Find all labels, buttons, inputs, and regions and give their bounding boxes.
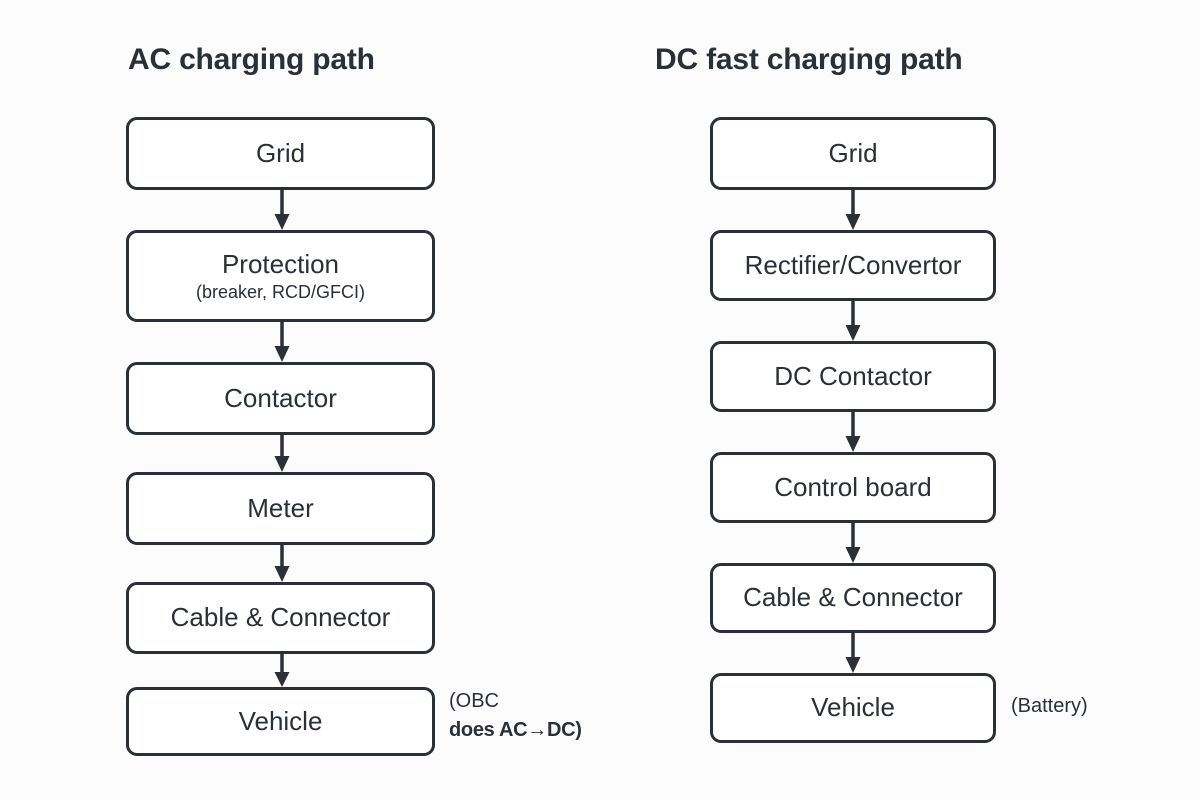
node-label: Vehicle xyxy=(238,705,323,736)
node-ac-meter[interactable]: Meter xyxy=(126,472,435,545)
arrow-dc-3 xyxy=(844,412,862,452)
node-label: Grid xyxy=(255,137,306,168)
node-label: Cable & Connector xyxy=(170,602,391,633)
node-ac-cable-connector[interactable]: Cable & Connector xyxy=(126,582,435,654)
column-title-dc: DC fast charging path xyxy=(655,43,963,76)
node-dc-grid[interactable]: Grid xyxy=(710,117,996,190)
arrow-ac-2 xyxy=(273,322,291,362)
arrow-dc-1 xyxy=(844,190,862,230)
node-label: Meter xyxy=(247,492,314,523)
node-sublabel: (breaker, RCD/GFCI) xyxy=(195,281,366,302)
arrow-ac-3 xyxy=(273,435,291,472)
arrow-ac-5 xyxy=(273,654,291,687)
node-ac-contactor[interactable]: Contactor xyxy=(126,362,435,435)
node-dc-vehicle[interactable]: Vehicle xyxy=(710,673,996,743)
node-ac-protection[interactable]: Protection (breaker, RCD/GFCI) xyxy=(126,230,435,322)
node-dc-contactor[interactable]: DC Contactor xyxy=(710,341,996,412)
arrow-dc-2 xyxy=(844,301,862,341)
node-label: Control board xyxy=(774,471,932,502)
node-label: Cable & Connector xyxy=(743,582,963,613)
node-label: Grid xyxy=(828,137,878,168)
node-label: Rectifier/Convertor xyxy=(744,249,962,280)
arrow-dc-4 xyxy=(844,523,862,563)
column-title-ac: AC charging path xyxy=(128,43,375,76)
arrow-dc-5 xyxy=(844,633,862,673)
annotation-obc-line1: (OBC xyxy=(449,690,499,712)
annotation-battery: (Battery) xyxy=(1011,692,1088,721)
node-dc-cable-connector[interactable]: Cable & Connector xyxy=(710,563,996,633)
node-ac-vehicle[interactable]: Vehicle xyxy=(126,687,435,756)
node-label: Protection xyxy=(221,248,340,279)
node-label: Vehicle xyxy=(811,692,895,723)
annotation-battery-line1: (Battery) xyxy=(1011,695,1088,717)
arrow-ac-1 xyxy=(273,190,291,230)
arrow-ac-4 xyxy=(273,545,291,582)
node-label: Contactor xyxy=(224,382,337,413)
node-ac-grid[interactable]: Grid xyxy=(126,117,435,190)
node-dc-control-board[interactable]: Control board xyxy=(710,452,996,523)
annotation-obc: (OBC does AC→DC) xyxy=(449,687,582,745)
node-dc-rectifier-convertor[interactable]: Rectifier/Convertor xyxy=(710,230,996,301)
annotation-obc-line2: does AC→DC) xyxy=(449,719,582,741)
node-label: DC Contactor xyxy=(774,360,932,391)
